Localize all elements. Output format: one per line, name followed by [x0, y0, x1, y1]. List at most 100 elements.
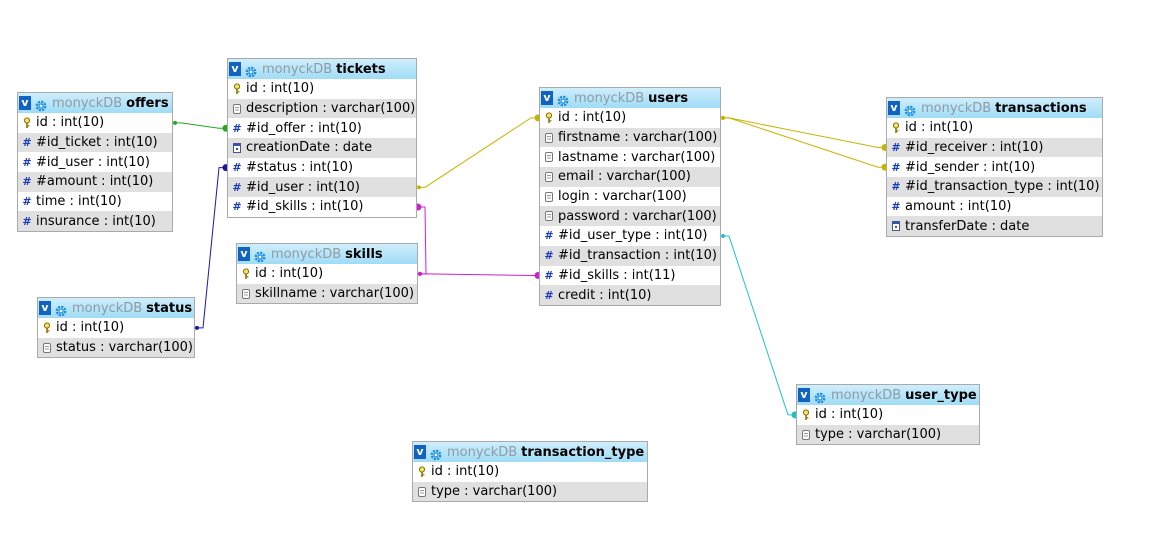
field-row[interactable]: id : int(10) [887, 118, 1102, 138]
field-row[interactable]: #amount : int(10) [887, 197, 1102, 217]
collapse-toggle-icon[interactable]: v [414, 445, 426, 459]
gear-icon[interactable] [814, 389, 826, 404]
gear-icon[interactable] [55, 302, 67, 317]
field-row[interactable]: firstname : varchar(100) [540, 127, 720, 148]
field-row[interactable]: # #id_user : int(10) [18, 152, 172, 172]
collapse-toggle-icon[interactable]: v [229, 62, 241, 76]
hash-icon: # [232, 180, 242, 194]
text-field-icon [418, 486, 426, 497]
key-icon [545, 112, 553, 124]
field-row[interactable]: ##id_offer : int(10) [228, 118, 416, 138]
date-icon [233, 142, 241, 153]
relation-path [721, 117, 886, 168]
field-row[interactable]: creationDate : date [228, 138, 416, 158]
relation-origin-dot [417, 185, 421, 190]
field-row[interactable]: id : int(10) [413, 462, 647, 482]
relation-line [195, 164, 230, 330]
database-name: monyckDB [831, 387, 902, 403]
field-row[interactable]: type : varchar(100) [413, 481, 647, 502]
relation-path [721, 235, 796, 416]
field-row[interactable]: ##id_transaction : int(10) [540, 245, 720, 266]
gear-icon[interactable] [430, 446, 442, 461]
hash-icon: # [22, 155, 32, 169]
field-label: #id_user : int(10) [36, 154, 150, 170]
field-row[interactable]: ##id_skills : int(11) [540, 266, 720, 286]
collapse-toggle-icon[interactable]: v [798, 388, 810, 402]
field-row[interactable]: id : int(10) [38, 318, 194, 338]
hash-icon: # [232, 200, 242, 214]
field-row[interactable]: description : varchar(100) [228, 98, 416, 119]
field-label: #id_ticket : int(10) [36, 135, 158, 151]
field-row[interactable]: id : int(10) [797, 405, 979, 425]
field-row[interactable]: status : varchar(100) [38, 337, 194, 358]
collapse-toggle-icon[interactable]: v [541, 91, 553, 105]
field-row[interactable]: id : int(10) [18, 113, 172, 133]
field-row[interactable]: ##id_user : int(10) [228, 177, 416, 198]
field-label: insurance : int(10) [36, 213, 156, 229]
field-row[interactable]: #credit : int(10) [540, 285, 720, 305]
collapse-toggle-icon[interactable]: v [39, 301, 51, 315]
relation-line [173, 120, 230, 132]
field-row[interactable]: id : int(10) [237, 264, 417, 284]
field-row[interactable]: #time : int(10) [18, 192, 172, 212]
field-row[interactable]: # #id_ticket : int(10) [18, 132, 172, 153]
gear-icon[interactable] [245, 63, 257, 78]
gear-icon[interactable] [904, 102, 916, 117]
field-row[interactable]: ##id_receiver : int(10) [887, 137, 1102, 158]
field-label: type : varchar(100) [815, 427, 942, 443]
field-label: password : varchar(100) [558, 208, 717, 224]
collapse-toggle-icon[interactable]: v [19, 96, 31, 110]
field-row[interactable]: id : int(10) [228, 79, 416, 99]
field-label: #amount : int(10) [36, 174, 154, 190]
field-row[interactable]: login : varchar(100) [540, 187, 720, 207]
gear-icon[interactable] [254, 248, 266, 263]
field-row[interactable]: # #id_skills : int(10) [228, 197, 416, 217]
text-field-icon [802, 429, 810, 440]
key-icon [233, 83, 241, 95]
field-label: #id_skills : int(10) [246, 199, 364, 215]
field-row[interactable]: lastname : varchar(100) [540, 147, 720, 167]
hash-icon: # [22, 136, 32, 150]
field-row[interactable]: type : varchar(100) [797, 424, 979, 445]
field-row[interactable]: ##status : int(10) [228, 158, 416, 178]
text-field-icon [545, 191, 553, 202]
gear-icon[interactable] [35, 97, 47, 112]
relation-path [417, 117, 539, 188]
relation-origin-dot [195, 325, 199, 330]
field-row[interactable]: ##amount : int(10) [18, 172, 172, 192]
field-row[interactable]: #insurance : int(10) [18, 211, 172, 232]
field-row[interactable]: ##id_user_type : int(10) [540, 226, 720, 246]
field-row[interactable]: transferDate : date [887, 216, 1102, 237]
relation-path [418, 273, 539, 276]
field-label: #id_offer : int(10) [246, 120, 362, 136]
gear-icon[interactable] [557, 92, 569, 107]
field-row[interactable]: ##id_sender : int(10) [887, 157, 1102, 177]
field-row[interactable]: email : varchar(100) [540, 167, 720, 187]
text-field-icon [233, 103, 241, 114]
field-row[interactable]: id : int(10) [540, 108, 720, 128]
field-row[interactable]: password : varchar(100) [540, 206, 720, 227]
field-row[interactable]: ##id_transaction_type : int(10) [887, 177, 1102, 197]
database-name: monyckDB [447, 444, 518, 460]
field-row[interactable]: skillname : varchar(100) [237, 283, 417, 304]
collapse-toggle-icon[interactable]: v [888, 101, 900, 115]
collapse-toggle-icon[interactable]: v [238, 247, 250, 261]
field-label: #status : int(10) [246, 160, 354, 176]
